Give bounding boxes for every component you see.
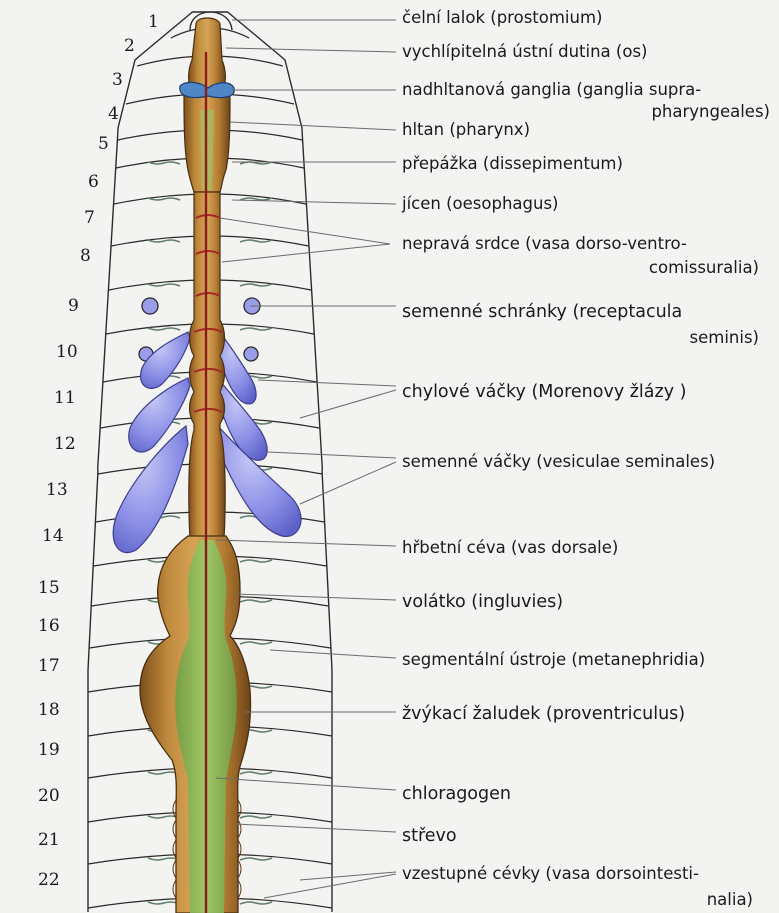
label-prostomium: čelní lalok (prostomium) bbox=[402, 10, 602, 27]
segment-number-1: 1 bbox=[148, 14, 159, 31]
label-dorsointestinal-line2: nalia) bbox=[707, 892, 753, 909]
segment-number-14: 14 bbox=[42, 528, 64, 545]
segment-number-3: 3 bbox=[112, 72, 123, 89]
segment-number-5: 5 bbox=[98, 136, 109, 153]
label-vasa-line2: comissuralia) bbox=[649, 260, 759, 277]
label-gizzard: žvýkací žaludek (proventriculus) bbox=[402, 706, 685, 724]
segment-number-4: 4 bbox=[108, 106, 119, 123]
septum-mark bbox=[240, 816, 272, 818]
label-ganglia-line2: pharyngeales) bbox=[651, 104, 770, 121]
segment-number-13: 13 bbox=[46, 482, 68, 499]
label-dorsal-vessel: hřbetní céva (vas dorsale) bbox=[402, 540, 618, 557]
label-dissepimentum: přepážka (dissepimentum) bbox=[402, 156, 623, 173]
label-chloragogen: chloragogen bbox=[402, 786, 511, 804]
septum-mark bbox=[148, 284, 180, 286]
label-pharynx: hltan (pharynx) bbox=[402, 122, 530, 139]
septum-mark bbox=[240, 642, 272, 644]
segment-number-2: 2 bbox=[124, 38, 135, 55]
septum-mark bbox=[148, 902, 180, 904]
segment-number-15: 15 bbox=[38, 580, 60, 597]
septum-mark bbox=[240, 198, 272, 200]
label-seminal-vesicles: semenné váčky (vesiculae seminales) bbox=[402, 454, 715, 471]
label-dorsointestinal-line1: vzestupné cévky (vasa dorsointesti- bbox=[402, 866, 699, 883]
segment-number-7: 7 bbox=[84, 210, 95, 227]
segment-number-18: 18 bbox=[38, 702, 60, 719]
segment-number-19: 19 bbox=[38, 742, 60, 759]
segment-number-20: 20 bbox=[38, 788, 60, 805]
segment-number-8: 8 bbox=[80, 248, 91, 265]
segment-number-10: 10 bbox=[56, 344, 78, 361]
segment-number-9: 9 bbox=[68, 298, 79, 315]
segment-number-21: 21 bbox=[38, 832, 60, 849]
segment-number-22: 22 bbox=[38, 872, 60, 889]
receptaculum-right-2 bbox=[244, 347, 258, 361]
label-ganglia-line1: nadhltanová ganglia (ganglia supra- bbox=[402, 82, 701, 99]
segment-number-11: 11 bbox=[54, 390, 76, 407]
label-intestine: střevo bbox=[402, 828, 457, 846]
septum-mark bbox=[148, 198, 180, 200]
septum-mark bbox=[240, 858, 272, 860]
label-chyle-sacs: chylové váčky (Morenovy žlázy ) bbox=[402, 384, 686, 402]
label-crop: volátko (ingluvies) bbox=[402, 594, 563, 612]
septum-mark bbox=[148, 858, 180, 860]
septum-mark bbox=[240, 284, 272, 286]
label-receptacula-line1: semenné schránky (receptacula bbox=[402, 304, 682, 322]
septum-mark bbox=[148, 240, 180, 242]
label-receptacula-line2: seminis) bbox=[690, 330, 759, 347]
segment-number-12: 12 bbox=[54, 436, 76, 453]
label-os: vychlípitelná ústní dutina (os) bbox=[402, 44, 647, 61]
septum-mark bbox=[240, 902, 272, 904]
septum-mark bbox=[240, 600, 272, 602]
septum-mark bbox=[240, 772, 272, 774]
segment-number-6: 6 bbox=[88, 174, 99, 191]
septum-mark bbox=[240, 560, 272, 562]
label-metanephridia: segmentální ústroje (metanephridia) bbox=[402, 652, 705, 669]
label-oesophagus: jícen (oesophagus) bbox=[402, 196, 558, 213]
receptaculum-left bbox=[142, 298, 158, 314]
septum-mark bbox=[240, 328, 272, 330]
segment-number-17: 17 bbox=[38, 658, 60, 675]
segment-number-16: 16 bbox=[38, 618, 60, 635]
label-vasa-line1: nepravá srdce (vasa dorso-ventro- bbox=[402, 236, 687, 253]
septum-mark bbox=[240, 240, 272, 242]
septum-mark bbox=[148, 328, 180, 330]
